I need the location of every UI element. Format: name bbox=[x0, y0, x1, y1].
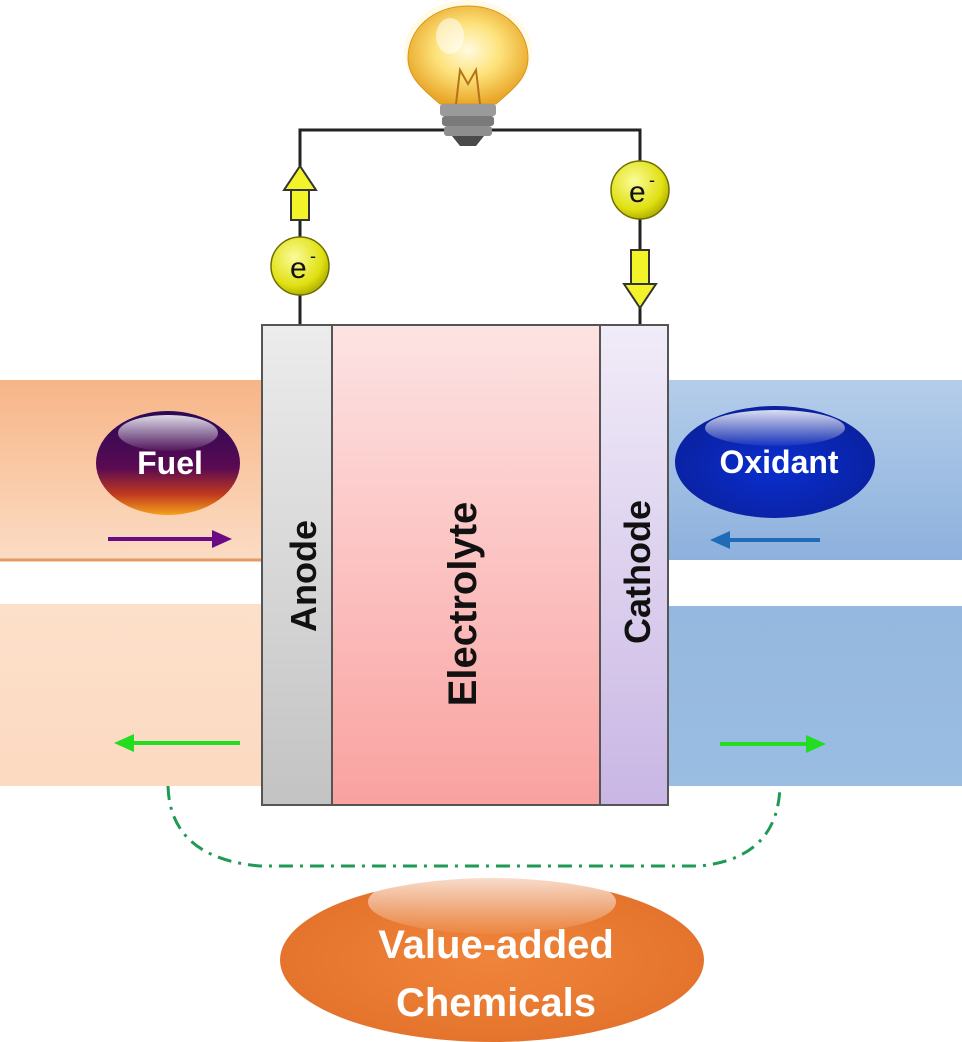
electron-icon-left: e - bbox=[270, 236, 330, 296]
oxidant-outlet-stream bbox=[668, 606, 962, 786]
electron-charge-left: - bbox=[310, 246, 316, 266]
electron-icon-right: e - bbox=[610, 160, 670, 220]
oxidant-badge: Oxidant bbox=[675, 406, 875, 518]
fuel-outlet-stream bbox=[0, 604, 262, 786]
light-bulb-icon bbox=[404, 0, 532, 146]
electron-symbol-right: e bbox=[629, 176, 646, 209]
value-added-chemicals-badge: Value-added Chemicals bbox=[280, 870, 704, 1042]
electrolyte-layer bbox=[331, 324, 601, 806]
external-circuit-wire bbox=[298, 128, 642, 325]
electron-charge-right: - bbox=[649, 170, 655, 190]
electron-symbol-left: e bbox=[290, 252, 307, 285]
oxidant-label: Oxidant bbox=[719, 444, 838, 480]
anode-electron-arrow-up bbox=[282, 164, 318, 221]
cathode-electron-arrow-down bbox=[622, 249, 658, 310]
cathode-outflow-arrow-icon bbox=[720, 735, 826, 753]
fuel-inflow-arrow-icon bbox=[108, 530, 232, 548]
product-label-line1: Value-added bbox=[378, 923, 614, 967]
cathode-layer bbox=[599, 324, 669, 806]
fuel-badge: Fuel bbox=[96, 411, 240, 515]
anode-outflow-arrow-icon bbox=[114, 734, 240, 752]
fuel-label: Fuel bbox=[137, 445, 203, 481]
product-label-line2: Chemicals bbox=[396, 981, 596, 1025]
cathode-label: Cathode bbox=[617, 500, 658, 644]
oxidant-inflow-arrow-icon bbox=[710, 531, 820, 549]
electrolyte-label: Electrolyte bbox=[441, 502, 485, 707]
product-collection-path bbox=[166, 785, 782, 868]
anode-label: Anode bbox=[283, 520, 324, 632]
